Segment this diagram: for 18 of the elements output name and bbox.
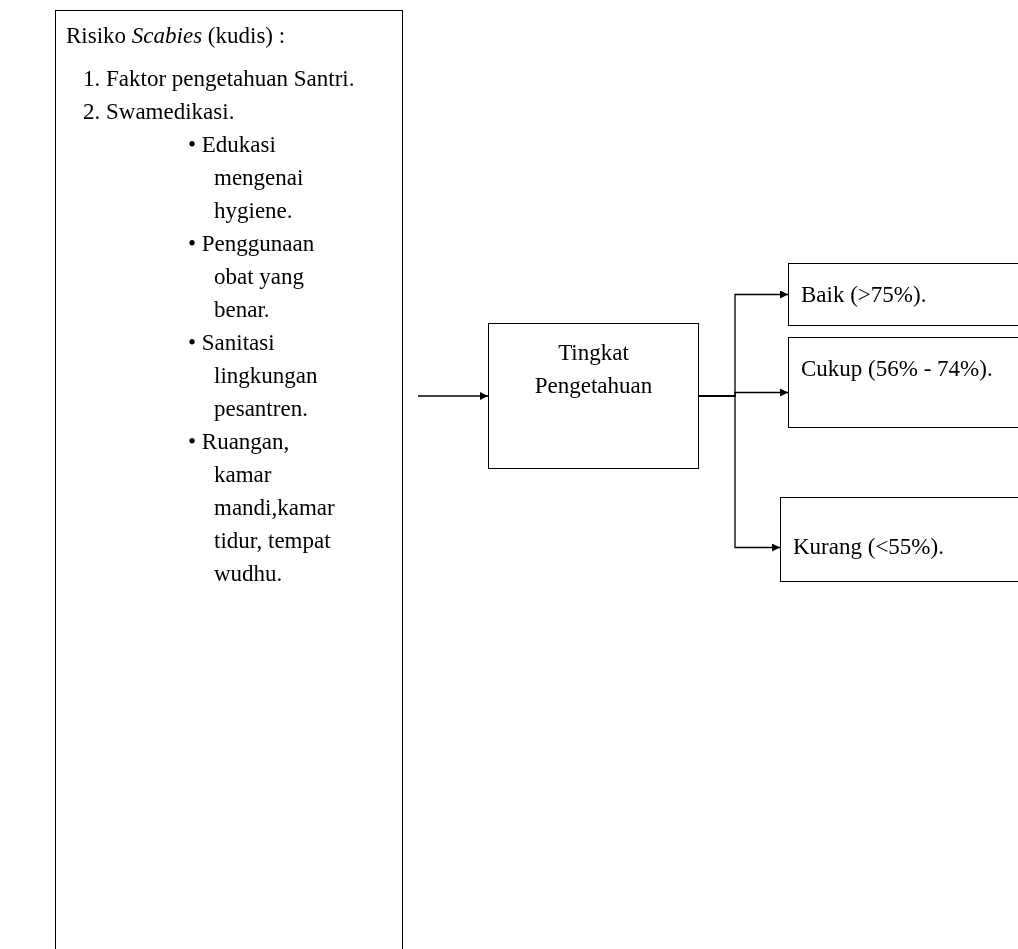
process-box [780, 497, 1018, 582]
process-box [788, 263, 1018, 326]
numbered-item: 2. Swamedikasi. [83, 98, 236, 126]
bullet-item: • Sanitasi lingkungan pesantren. [188, 329, 319, 423]
text-box [55, 10, 403, 949]
node-text: Baik (>75%). [801, 281, 928, 309]
numbered-item: 1. Faktor pengetahuan Santri. [83, 65, 356, 93]
arrow [417, 392, 489, 400]
node-text: Cukup (56% - 74%). [801, 355, 994, 383]
node-text: Tingkat Pengetahuan [533, 339, 654, 400]
bullet-item: • Penggunaan obat yang benar. [188, 230, 316, 324]
process-box [488, 323, 699, 469]
bullet-item: • Ruangan, kamar mandi,kamar tidur, tempat wudhu. [188, 428, 336, 588]
process-box [788, 337, 1018, 428]
arrow [698, 395, 781, 552]
bullet-item: • Edukasi mengenai hygiene. [188, 131, 305, 225]
box-heading: Risiko Scabies (kudis) : [66, 22, 287, 50]
node-text: Kurang (<55%). [793, 533, 945, 561]
